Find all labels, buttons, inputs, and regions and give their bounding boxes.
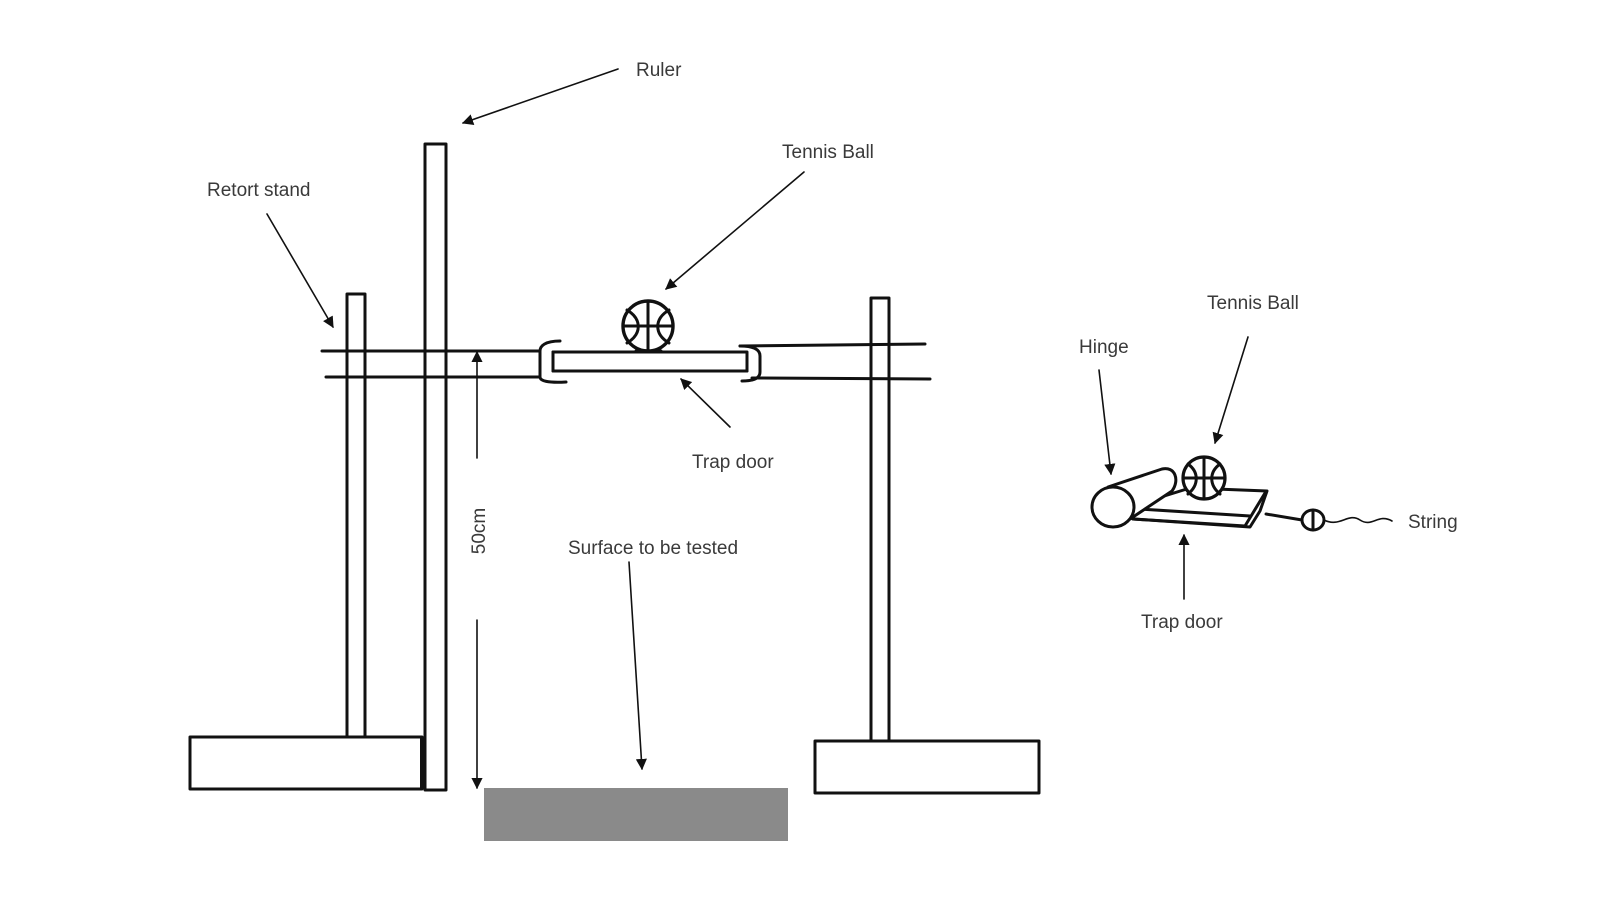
- test-surface: [484, 788, 788, 841]
- right-clamp-arm: [738, 342, 932, 381]
- trap-door-detail: [1090, 467, 1393, 532]
- surface-arrow: [628, 561, 647, 771]
- ruler-label: Ruler: [636, 60, 682, 81]
- retort-stand-arrow: [266, 213, 334, 328]
- trap-door: [538, 339, 762, 384]
- height-label: 50cm: [469, 508, 490, 554]
- hinge-arrow: [1098, 369, 1116, 476]
- height-measurement: 50cm: [469, 350, 490, 790]
- hinge-label: Hinge: [1079, 337, 1129, 358]
- ruler-arrow: [461, 68, 619, 125]
- trap-door-main-label: Trap door: [692, 452, 774, 473]
- string-label: String: [1408, 512, 1458, 533]
- tennis-ball-main: [621, 299, 675, 353]
- tennis-ball-detail-arrow: [1212, 336, 1249, 445]
- right-retort-stand: [813, 296, 1041, 795]
- left-retort-stand: [188, 292, 424, 791]
- trap-door-detail-label: Trap door: [1141, 612, 1223, 633]
- surface-label: Surface to be tested: [568, 538, 738, 559]
- tennis-ball-main-label: Tennis Ball: [782, 142, 874, 163]
- trap-door-main-arrow: [680, 378, 731, 428]
- tennis-ball-detail: [1181, 455, 1227, 501]
- retort-stand-label: Retort stand: [207, 180, 311, 201]
- tennis-ball-main-arrow: [665, 171, 805, 290]
- tennis-ball-detail-label: Tennis Ball: [1207, 293, 1299, 314]
- left-clamp-arm: [320, 349, 542, 379]
- ruler: [420, 142, 448, 792]
